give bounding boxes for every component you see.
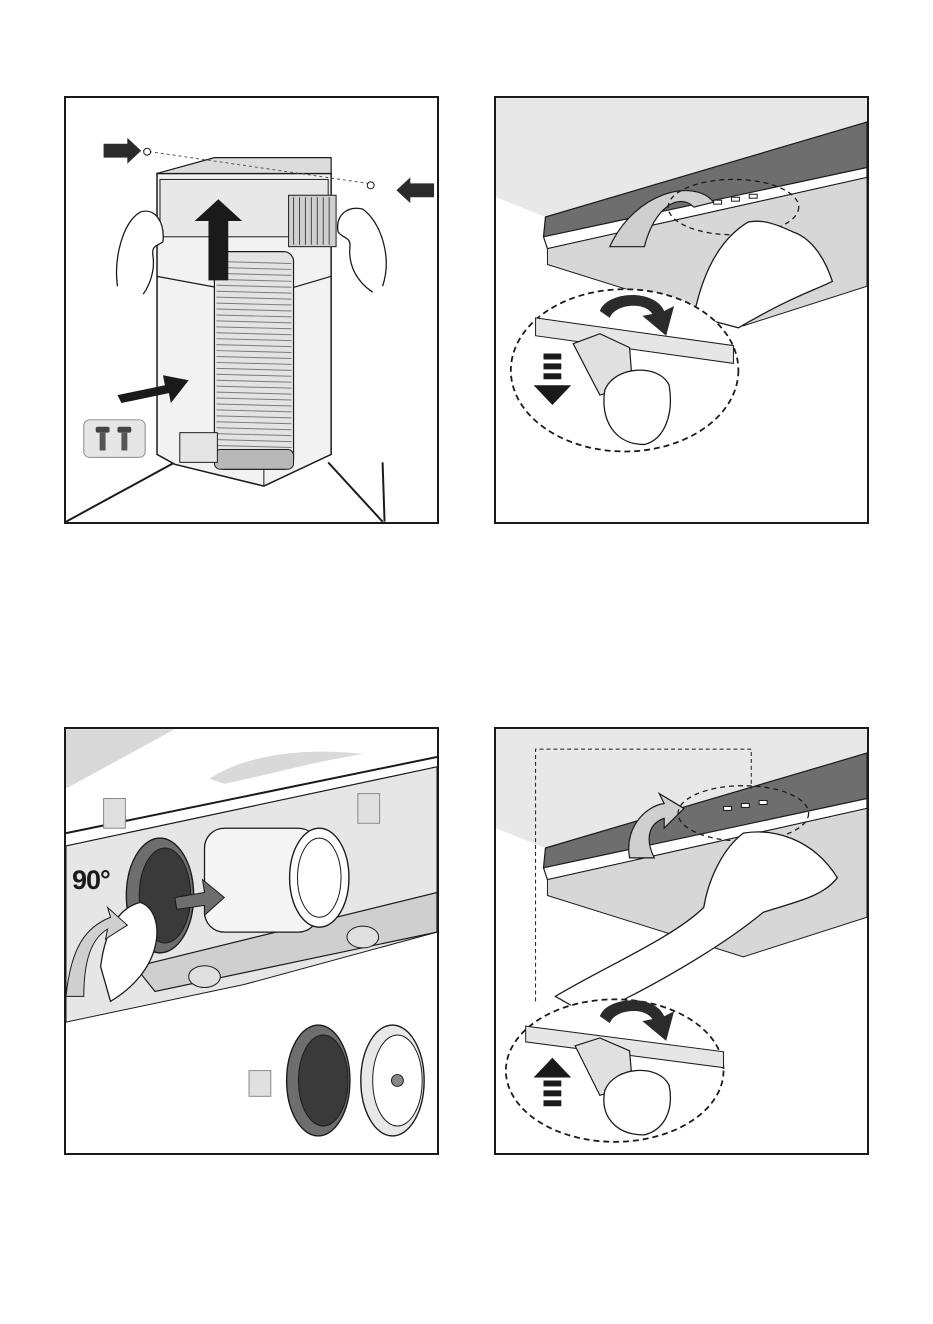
insert-filter-illustration	[496, 729, 867, 1153]
carbon-filter-icon	[361, 1025, 424, 1136]
hand-icon	[338, 208, 387, 292]
screws-detail-icon	[84, 420, 145, 458]
figure-install-carbon-filter: 90°	[64, 727, 439, 1155]
screw-icon	[367, 182, 374, 189]
left-arrow-icon	[396, 177, 434, 203]
hand-icon	[117, 211, 164, 294]
figure-remove-grease-filter	[494, 96, 869, 524]
carbon-filter-icon	[287, 1025, 350, 1136]
motor-icon	[205, 828, 349, 932]
rotation-angle-label: 90°	[72, 865, 110, 896]
carbon-filter-illustration	[66, 729, 437, 1153]
duct-icon	[214, 252, 293, 470]
grille-icon	[289, 195, 336, 246]
right-arrow-icon	[104, 138, 142, 164]
remove-filter-illustration	[496, 98, 867, 522]
figure-duct-installation	[64, 96, 439, 524]
figure-insert-grease-filter	[494, 727, 869, 1155]
duct-installation-illustration	[66, 98, 437, 522]
screw-icon	[144, 148, 151, 155]
